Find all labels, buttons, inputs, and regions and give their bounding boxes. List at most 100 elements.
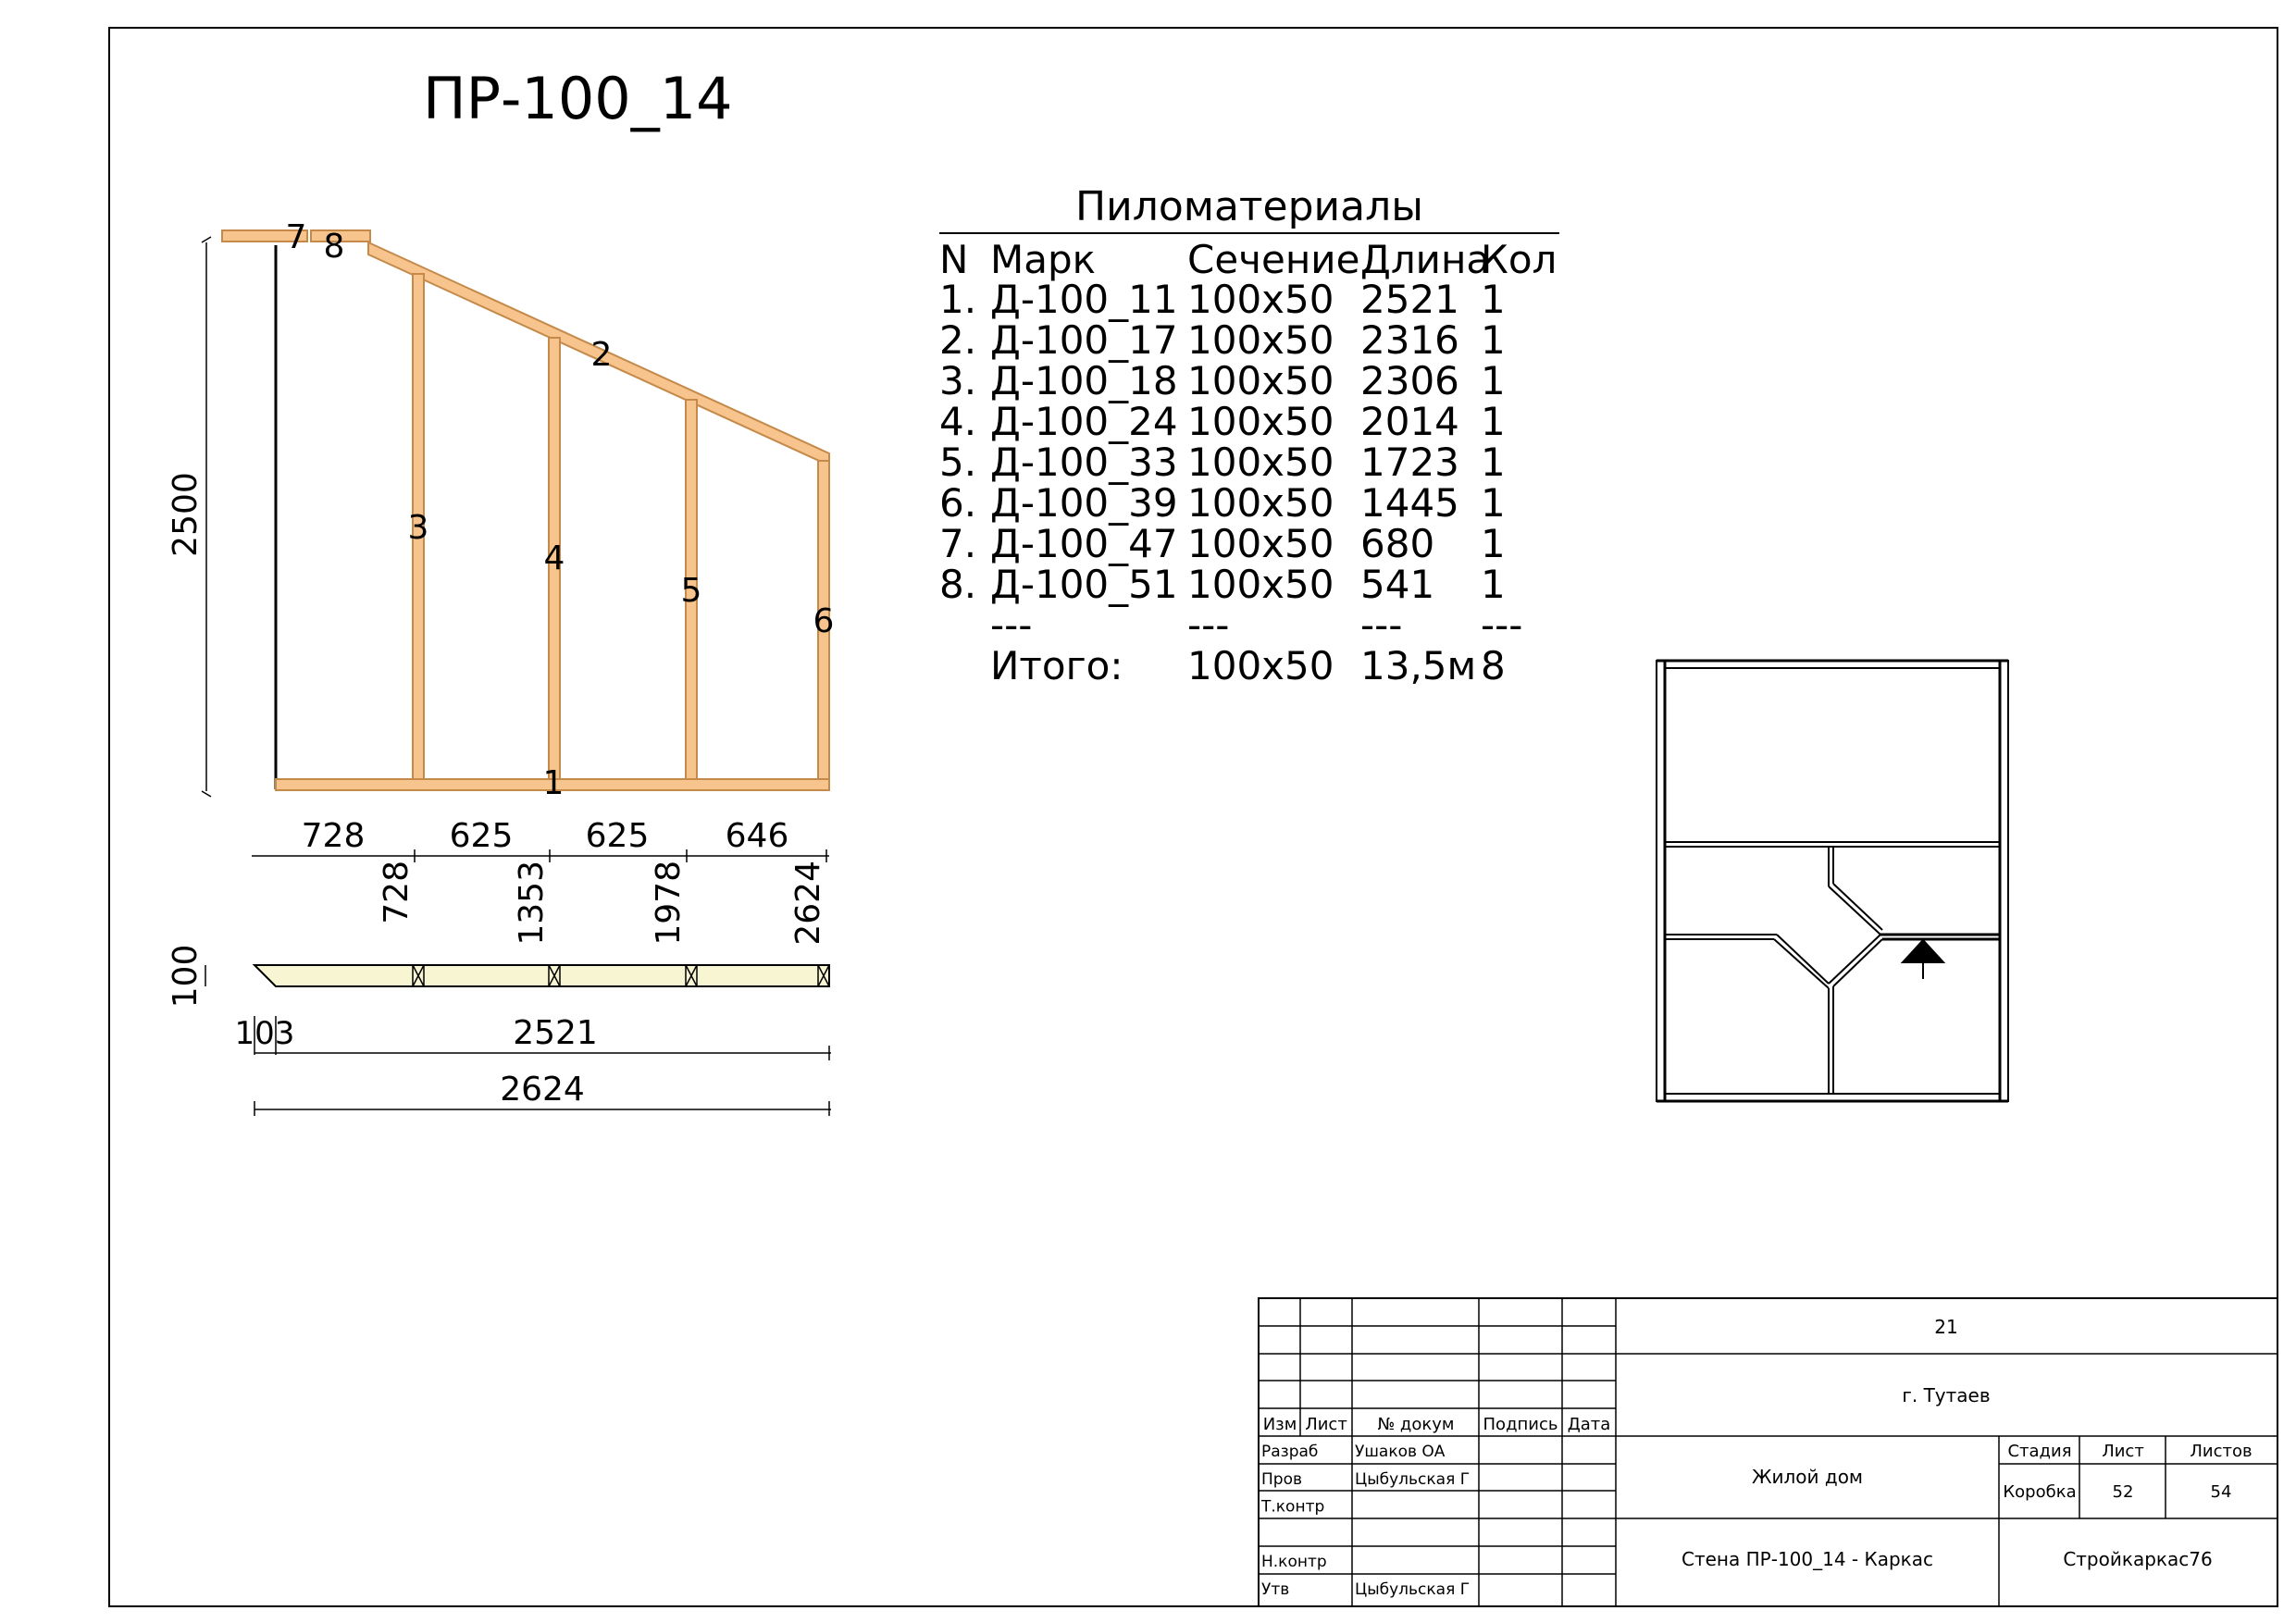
lumber-total-count: 8 [1481, 643, 1506, 688]
label-piece-2: 2 [591, 336, 613, 374]
spacing-dim-4: 646 [726, 817, 789, 855]
stamp-stage-header: Стадия [2007, 1442, 2071, 1461]
lumber-cell: 1 [1481, 521, 1506, 566]
lumber-header-cell: N [939, 237, 968, 282]
piece-4-stud [548, 337, 561, 780]
height-dim-value: 2500 [167, 472, 205, 557]
lumber-cell: Д-100_51 [990, 562, 1178, 607]
position-dim-1: 728 [378, 861, 416, 924]
lumber-cell: 100x50 [1187, 358, 1334, 403]
lumber-cell: 1445 [1360, 480, 1459, 526]
piece-8-overhang [310, 229, 371, 242]
lumber-cell: 100x50 [1187, 440, 1334, 485]
label-piece-3: 3 [408, 509, 429, 547]
lumber-cell: 1723 [1360, 440, 1459, 485]
stamp-header-date: Дата [1568, 1415, 1611, 1434]
lumber-cell: 6. [939, 480, 976, 526]
lumber-cell: 100x50 [1187, 399, 1334, 444]
plank-outline [252, 964, 830, 987]
lumber-header-cell: Кол [1481, 237, 1557, 282]
label-piece-5: 5 [681, 572, 702, 610]
stamp-role-name: Цыбульская Г [1355, 1580, 1470, 1599]
stamp-role: Пров [1261, 1470, 1302, 1489]
total-dim: 2624 [500, 1071, 585, 1109]
lumber-cell: 1 [1481, 562, 1506, 607]
stamp-city: г. Тутаев [1902, 1384, 1990, 1406]
stamp-project: Жилой дом [1752, 1466, 1863, 1488]
lumber-cell: Д-100_39 [990, 480, 1178, 526]
lumber-cell: Д-100_17 [990, 317, 1178, 363]
frame-elevation: 1 2 3 4 5 6 7 8 2500 728 625 625 646 728… [167, 218, 834, 946]
stamp-stage: Коробка [2003, 1482, 2076, 1502]
lumber-cell: 1 [1481, 480, 1506, 526]
stamp-role: Н.контр [1261, 1553, 1327, 1571]
drawing-title: ПР-100_14 [423, 65, 733, 132]
lumber-cell: 1 [1481, 358, 1506, 403]
length-dim: 2521 [513, 1014, 598, 1052]
lumber-separator: --- [990, 602, 1032, 648]
lumber-header-cell: Длина [1360, 237, 1490, 282]
lumber-separator: --- [1187, 602, 1229, 648]
lumber-cell: 100x50 [1187, 480, 1334, 526]
lumber-cell: 1 [1481, 440, 1506, 485]
piece-6-stud [817, 460, 830, 780]
floor-plan [1656, 659, 2009, 1103]
piece-3-stud [412, 273, 425, 780]
lumber-cell: 541 [1360, 562, 1434, 607]
lumber-cell: 2521 [1360, 277, 1459, 322]
lumber-cell: 1 [1481, 317, 1506, 363]
stamp-sheets-header: Листов [2190, 1442, 2252, 1461]
lumber-cell: Д-100_24 [990, 399, 1178, 444]
spacing-dim-1: 728 [302, 817, 366, 855]
lumber-cell: 2. [939, 317, 976, 363]
lumber-cell: 2014 [1360, 399, 1459, 444]
stamp-header-sign: Подпись [1483, 1415, 1558, 1434]
lumber-separator: --- [1360, 602, 1402, 648]
sheet-frame [108, 27, 2278, 1607]
lumber-cell: 100x50 [1187, 317, 1334, 363]
lumber-separator: --- [1481, 602, 1522, 648]
position-dim-3: 1978 [650, 861, 688, 946]
wall-marker-arrow-icon [1900, 938, 1946, 963]
lumber-cell: 8. [939, 562, 976, 607]
lumber-cell: Д-100_18 [990, 358, 1178, 403]
thickness-dim: 100 [167, 945, 205, 1009]
lumber-cell: 5. [939, 440, 976, 485]
lumber-cell: Д-100_33 [990, 440, 1178, 485]
spacing-dim-3: 625 [586, 817, 650, 855]
stamp-header-list: Лист [1305, 1415, 1347, 1434]
label-piece-4: 4 [544, 539, 565, 577]
lumber-total-label: Итого: [990, 643, 1123, 688]
label-piece-7: 7 [286, 218, 307, 256]
lumber-cell: 2316 [1360, 317, 1459, 363]
stamp-role-name: Ушаков ОА [1355, 1443, 1446, 1461]
lumber-total-length: 13,5м [1360, 643, 1476, 688]
lumber-cell: 680 [1360, 521, 1434, 566]
stamp-header-izm: Изм [1263, 1415, 1297, 1434]
lumber-cell: 100x50 [1187, 277, 1334, 322]
stamp-role: Разраб [1261, 1443, 1318, 1461]
spacing-dim-2: 625 [450, 817, 514, 855]
lumber-cell: 7. [939, 521, 976, 566]
piece-7-overhang [221, 229, 308, 242]
stamp-company: Стройкаркас76 [2063, 1548, 2212, 1570]
piece-5-stud [685, 399, 698, 780]
label-piece-8: 8 [324, 228, 345, 266]
lumber-header-cell: Сечение [1187, 237, 1359, 282]
lumber-cell: 1 [1481, 277, 1506, 322]
lumber-cell: 4. [939, 399, 976, 444]
plank-stud-marks [412, 964, 830, 987]
offset-dim: 103 [235, 1015, 295, 1052]
stamp-code: 21 [1934, 1316, 1957, 1338]
lumber-cell: Д-100_47 [990, 521, 1178, 566]
stamp-sheet: 52 [2113, 1482, 2134, 1502]
stamp-role: Утв [1261, 1580, 1289, 1599]
plank-plan-view: 100 103 2521 2624 [167, 945, 831, 1116]
position-dim-2: 1353 [513, 861, 551, 946]
lumber-header-cell: Марк [990, 237, 1096, 282]
lumber-cell: 100x50 [1187, 521, 1334, 566]
